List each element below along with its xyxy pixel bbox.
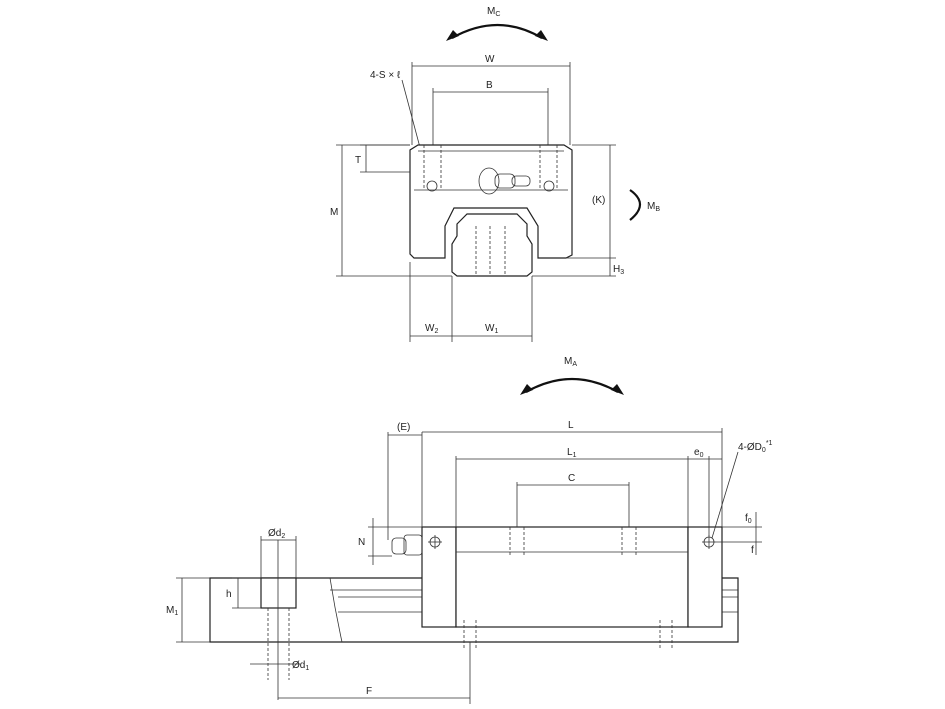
c-label: C: [568, 473, 575, 484]
mb-rotation-arrow: [629, 189, 642, 221]
d1-label: Ød1: [292, 660, 309, 672]
carriage-block-front: [409, 144, 573, 259]
w-label: W: [485, 54, 495, 65]
mc-rotation-arrow: [451, 23, 543, 39]
ma-rotation-arrow: [525, 378, 619, 393]
e-label: (E): [397, 422, 410, 433]
grease-nipple-side: [391, 534, 423, 556]
mc-arrowhead-left: [446, 30, 459, 41]
w2-label: W2: [425, 323, 438, 335]
m-label: M: [330, 207, 338, 218]
n-label: N: [358, 537, 365, 548]
l1-label: L1: [567, 447, 577, 459]
b-label: B: [486, 80, 493, 91]
do-hole-label: 4-ØD0*1: [738, 440, 773, 454]
side-view: MA: [166, 356, 773, 704]
w1-label: W1: [485, 323, 498, 335]
e0-label: e0: [694, 447, 704, 459]
mb-label: MB: [647, 201, 660, 213]
mounting-hole-left: [426, 180, 438, 192]
rail-profile-front: [451, 213, 533, 277]
d2-label: Ød2: [268, 528, 285, 540]
grease-nipple-front: [478, 167, 531, 195]
mc-label: MC: [487, 6, 500, 18]
ma-arrowhead-right: [611, 384, 624, 395]
end-seal-left: [421, 526, 457, 628]
screw-label: 4-S × ℓ: [370, 70, 401, 81]
front-view: MC W B 4-S × ℓ: [330, 6, 660, 342]
h3-label: H3: [613, 264, 624, 276]
rail-counterbore: [260, 577, 297, 609]
end-seal-right: [687, 526, 723, 628]
m1-label: M1: [166, 605, 178, 617]
f-label: f: [751, 545, 754, 556]
l-label: L: [568, 420, 574, 431]
f-pitch-label: F: [366, 686, 372, 697]
mc-arrowhead-right: [535, 30, 548, 41]
mounting-hole-right: [543, 180, 555, 192]
h-label: h: [226, 589, 232, 600]
f0-label: f0: [745, 513, 752, 525]
t-label: T: [355, 155, 361, 166]
ma-arrowhead-left: [520, 384, 533, 395]
ma-label: MA: [564, 356, 577, 368]
carriage-block-side: [455, 526, 689, 628]
k-label: (K): [592, 195, 605, 206]
